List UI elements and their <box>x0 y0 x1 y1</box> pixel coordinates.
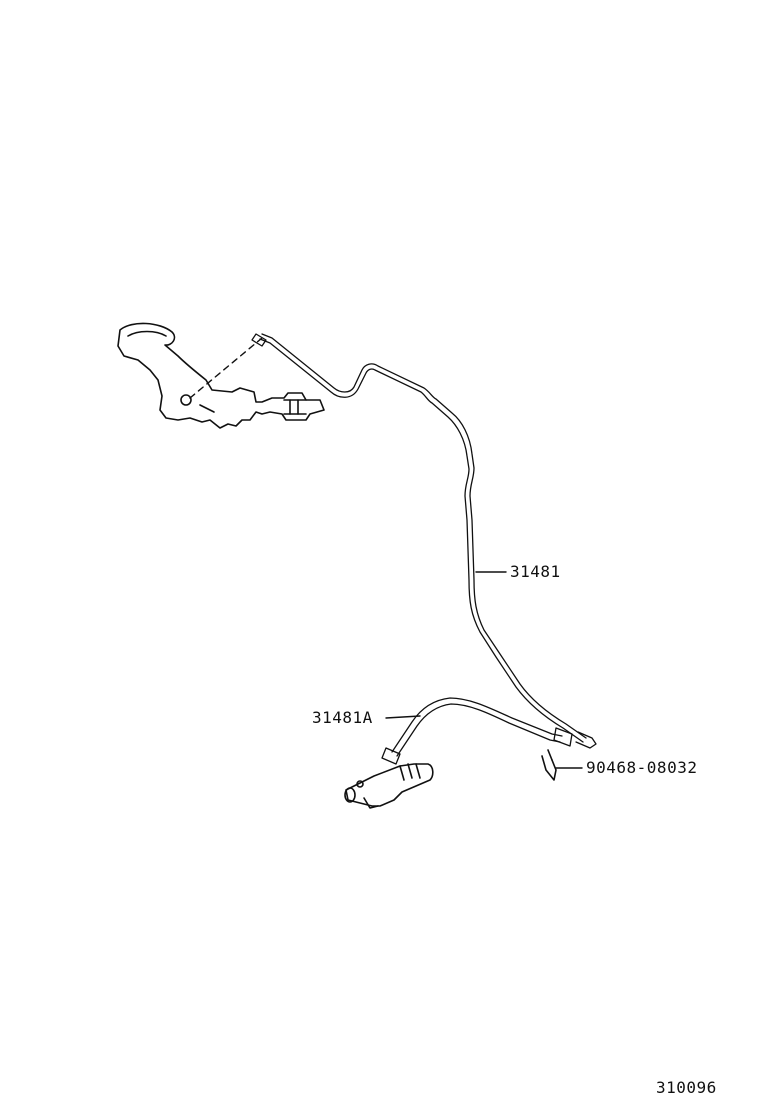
clutch-line-tube <box>251 333 597 749</box>
part-number-hose: 31481A <box>312 708 373 727</box>
callout-leaders <box>385 571 583 769</box>
part-number-tube: 31481 <box>510 562 561 581</box>
part-number-clip: 90468-08032 <box>586 758 698 777</box>
master-cylinder-connection-leader <box>189 337 263 399</box>
master-cylinder-assembly <box>117 322 325 429</box>
release-cylinder <box>344 763 434 809</box>
figure-number: 310096 <box>656 1078 717 1097</box>
clutch-flexible-hose <box>381 697 573 765</box>
leader-hose <box>385 715 421 719</box>
hose-clip <box>541 749 557 781</box>
